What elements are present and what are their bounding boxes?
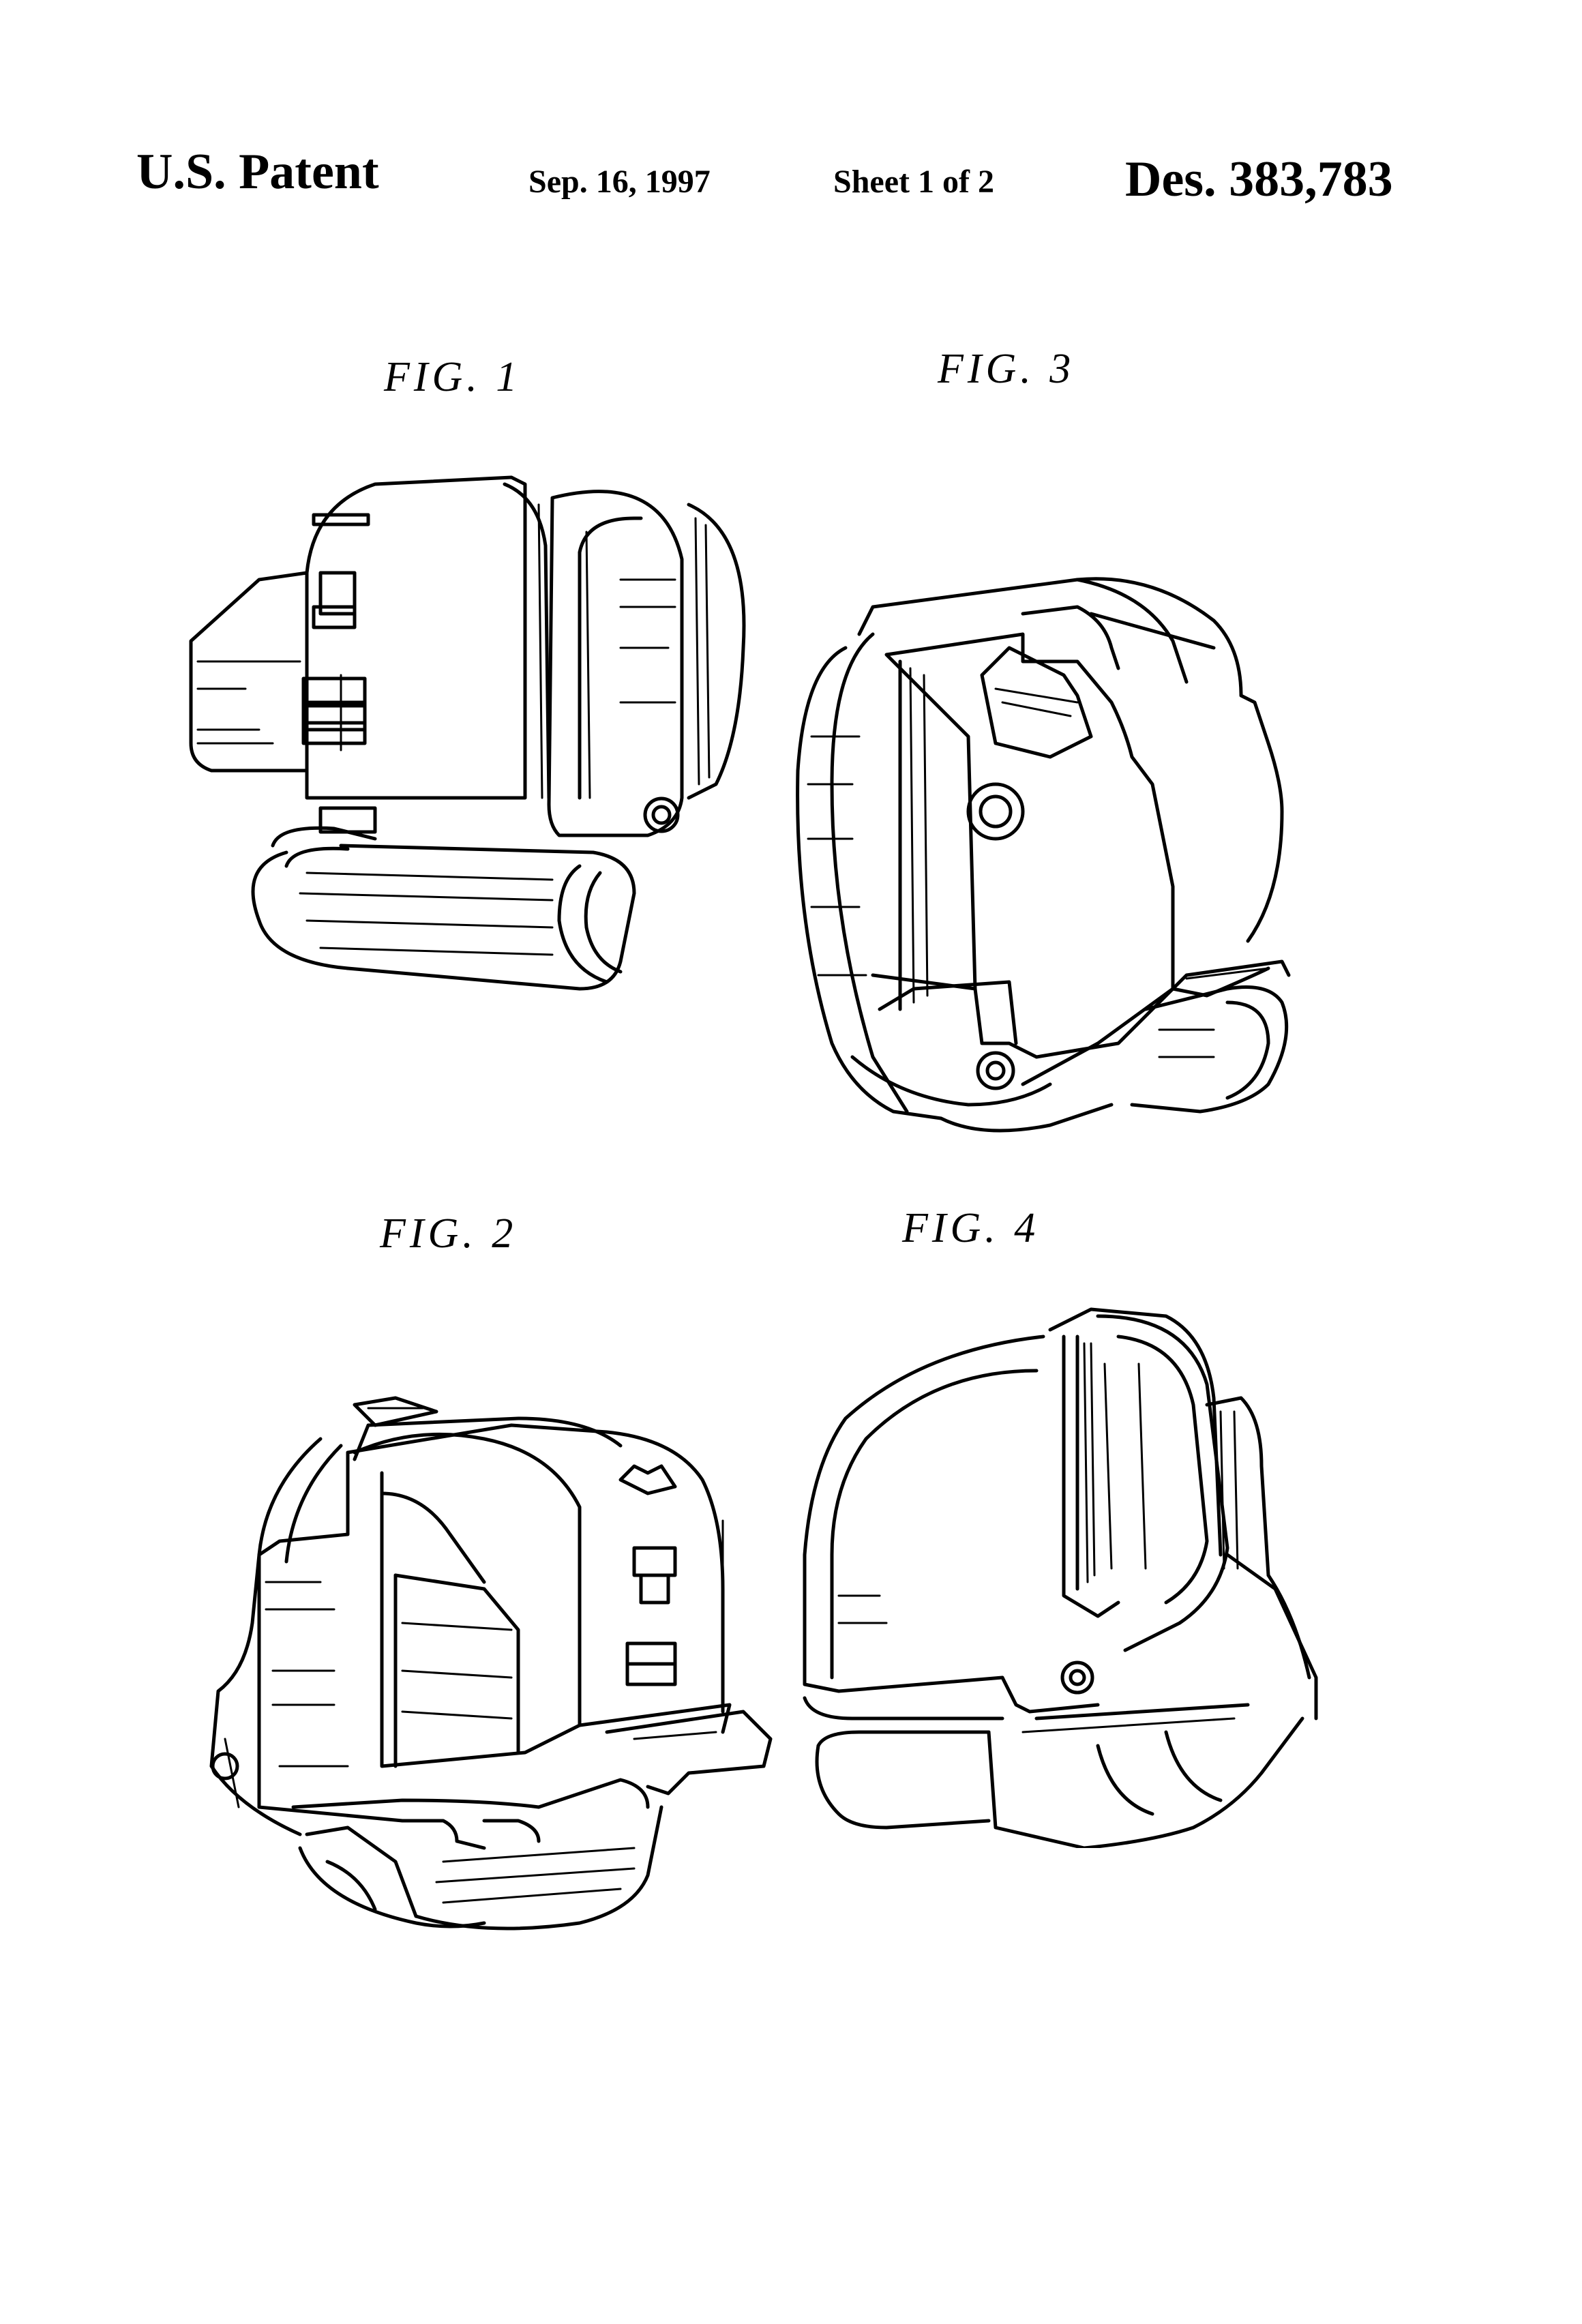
figure-4-drawing [803,1307,1318,1848]
patent-label: U.S. Patent [136,144,379,200]
figure-2-drawing [209,1396,773,1931]
patent-number: Des. 383,783 [1125,151,1393,207]
figure-1-label: FIG. 1 [384,354,522,400]
figure-3-drawing [796,577,1291,1133]
sheet-label: Sheet 1 of 2 [833,164,994,200]
figure-4-label: FIG. 4 [902,1205,1040,1251]
patent-date: Sep. 16, 1997 [528,164,711,200]
figure-3-label: FIG. 3 [938,346,1075,392]
figure-2-label: FIG. 2 [380,1210,518,1257]
figure-1-drawing [189,475,746,991]
